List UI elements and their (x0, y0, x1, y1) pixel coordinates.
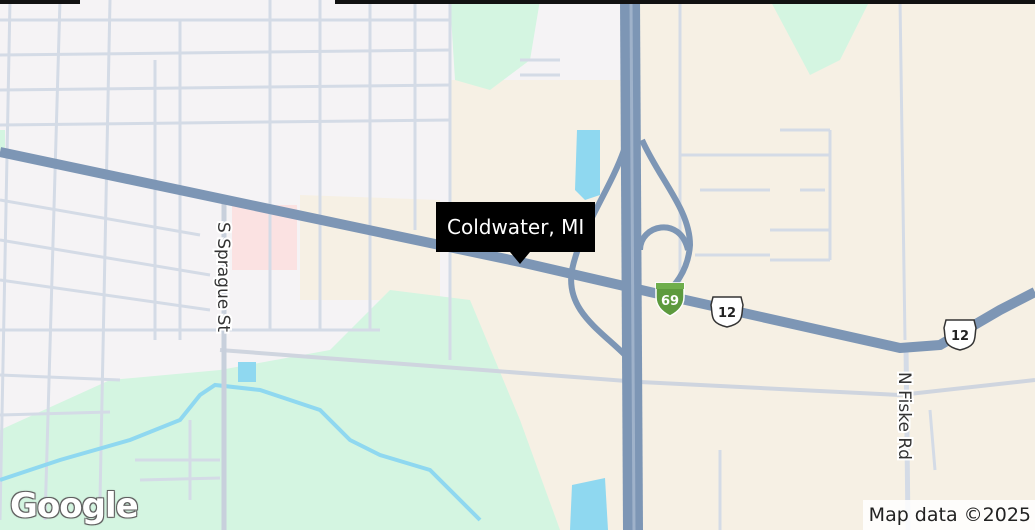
interstate-shield-icon: 69 (655, 282, 685, 317)
interstate-shield-label: 69 (661, 294, 679, 309)
us-route-shield-label-2: 12 (951, 329, 969, 344)
place-tooltip[interactable]: Coldwater, MI (436, 202, 596, 252)
i69-median (629, 0, 636, 530)
water-features (238, 130, 608, 530)
sprague-street-label: S Sprague St (213, 222, 233, 332)
us-route-shield-label: 12 (718, 306, 736, 321)
google-logo: Google (10, 486, 139, 526)
commercial-areas (300, 0, 1035, 530)
top-bar-right (335, 0, 1035, 4)
river (0, 382, 482, 522)
local-roads (0, 0, 937, 530)
tooltip-pointer (510, 252, 530, 264)
us-route-shield-icon-2: 12 (943, 319, 977, 351)
top-bar-left (0, 0, 80, 4)
us-route-shield-icon: 12 (710, 296, 744, 328)
map-attribution[interactable]: Map data ©2025 (862, 500, 1035, 530)
fiske-road (903, 344, 911, 530)
park-areas (0, 0, 870, 530)
railroad-line (219, 348, 1035, 398)
fiske-road-label: N Fiske Rd (894, 372, 914, 460)
